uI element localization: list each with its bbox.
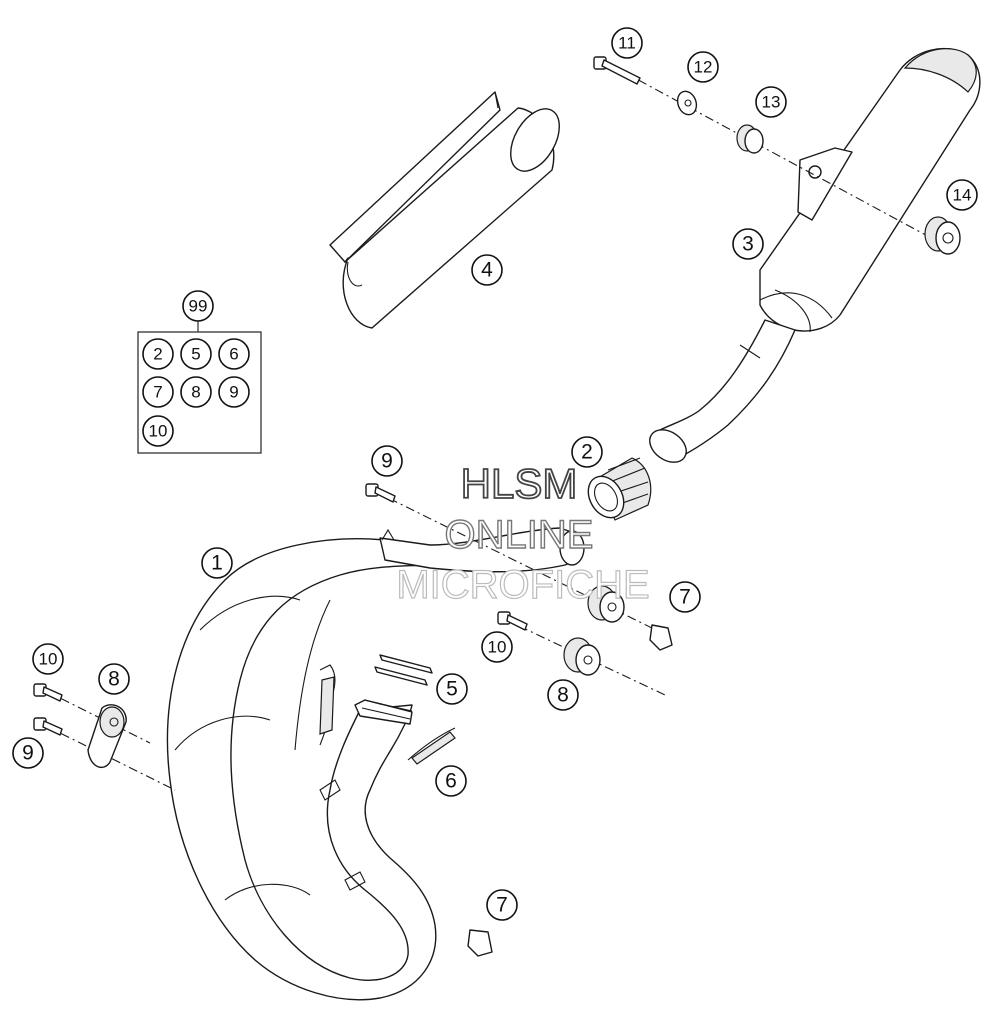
watermark-line-1: HLSM [461, 460, 578, 507]
callout-5: 5 [436, 673, 468, 705]
callout-8-right-text: 8 [557, 684, 569, 707]
connecting-sleeve [587, 457, 652, 521]
callout-10-right-text: 10 [488, 638, 507, 657]
kit-item: 6 [218, 338, 250, 370]
callout-7-upper-text: 7 [679, 586, 691, 609]
callout-12: 12 [687, 51, 719, 83]
callout-7-lower: 7 [486, 889, 518, 921]
kit-item-text: 9 [229, 383, 238, 402]
callout-6-text: 6 [445, 770, 457, 793]
kit-item: 5 [180, 338, 212, 370]
right-mount-hardware [365, 483, 673, 957]
callout-8-left: 8 [98, 663, 130, 695]
callout-9-upper: 9 [371, 445, 403, 477]
kit-label-text: 99 [189, 297, 208, 316]
kit-item: 10 [142, 415, 174, 447]
kit-item: 8 [180, 376, 212, 408]
callout-7-lower-text: 7 [496, 894, 508, 917]
callout-13-text: 13 [762, 93, 781, 112]
kit-item: 2 [142, 338, 174, 370]
watermark-line-3: MICROFICHE [396, 563, 649, 607]
callout-8-right: 8 [547, 679, 579, 711]
watermark: HLSM ONLINE MICROFICHE [396, 459, 651, 608]
silencer-mounting-hardware [593, 56, 961, 255]
callout-1-text: 1 [211, 552, 223, 575]
callout-8-left-text: 8 [108, 668, 120, 691]
exhaust-pipe [166, 527, 585, 1001]
callout-9-left-text: 9 [22, 742, 34, 765]
o-rings [374, 654, 433, 686]
watermark-line-2: ONLINE [445, 513, 594, 557]
callout-11-text: 11 [618, 34, 636, 53]
callout-3-text: 3 [742, 233, 754, 256]
callout-14-text: 14 [953, 186, 972, 205]
callout-3: 3 [732, 228, 764, 260]
callout-4: 4 [471, 254, 503, 286]
callout-11: 11 [611, 27, 643, 59]
callout-4-text: 4 [481, 259, 493, 282]
callout-2-text: 2 [581, 441, 593, 464]
kit-99-box: 99 2 5 6 7 8 9 10 [137, 290, 262, 454]
callout-7-upper: 7 [669, 581, 701, 613]
callout-10-right: 10 [481, 631, 513, 663]
kit-item-text: 2 [153, 345, 162, 364]
silencer [649, 48, 981, 463]
callout-2: 2 [571, 436, 603, 468]
callout-10-left-text: 10 [39, 650, 58, 669]
kit-item-text: 10 [149, 422, 168, 441]
kit-item-text: 7 [153, 383, 162, 402]
callout-1: 1 [201, 547, 233, 579]
left-mount-hardware [33, 683, 176, 791]
kit-item-text: 5 [191, 345, 200, 364]
springs [319, 664, 456, 765]
heat-shield-sleeve [329, 91, 560, 329]
callout-9-left: 9 [12, 737, 44, 769]
callout-13: 13 [755, 86, 787, 118]
callout-6: 6 [435, 765, 467, 797]
kit-item: 9 [218, 376, 250, 408]
callout-12-text: 12 [694, 58, 713, 77]
callout-9-upper-text: 9 [381, 450, 393, 473]
callout-10-left: 10 [32, 643, 64, 675]
kit-item: 7 [142, 376, 174, 408]
callout-14: 14 [946, 179, 978, 211]
kit-item-text: 6 [229, 345, 238, 364]
kit-item-text: 8 [191, 383, 200, 402]
kit-label: 99 [182, 290, 214, 322]
callout-5-text: 5 [446, 678, 458, 701]
